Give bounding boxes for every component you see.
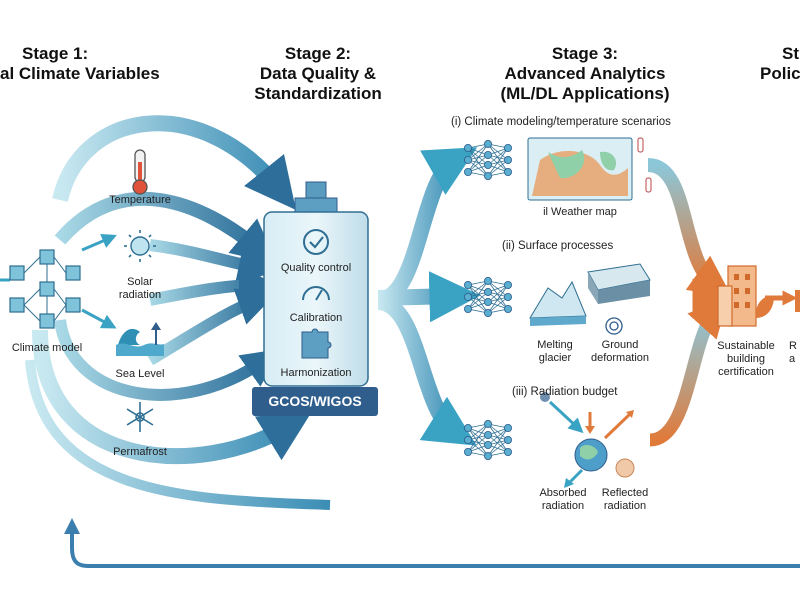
- quality-control-label: Quality control: [280, 262, 352, 274]
- sun-icon: [124, 230, 156, 262]
- snowflake-icon: [126, 402, 154, 432]
- policy-cut-label-line2: a: [789, 353, 796, 365]
- thermometer-icon: [132, 149, 148, 195]
- stage4-heading: St: [782, 44, 799, 63]
- gauge-icon: [302, 286, 330, 301]
- ground-deformation-label-line2: deformation: [590, 352, 650, 364]
- ground-deformation-icon: [587, 263, 651, 335]
- stage2-title-line2: Standardization: [254, 84, 382, 103]
- neural-network-icon: [463, 139, 512, 180]
- stage3-heading: Stage 3:: [551, 44, 619, 63]
- cut-icon: [795, 290, 800, 312]
- feedback-loop-arrow: [64, 518, 800, 568]
- climate-model-arrows: [0, 234, 117, 329]
- stage1-heading: Stage 1:: [22, 44, 89, 63]
- weather-map-icon: [527, 137, 652, 201]
- ground-deformation-label-line1: Ground: [601, 339, 639, 351]
- radiation-budget-heading: (iii) Radiation budget: [512, 386, 618, 398]
- climate-modeling-heading: (i) Climate modeling/temperature scenari…: [451, 116, 671, 128]
- sea-level-label: Sea Level: [115, 368, 165, 380]
- stage1-title: al Climate Variables: [0, 64, 160, 83]
- stage2-heading: Stage 2:: [284, 44, 352, 63]
- sea-level-icon: [116, 322, 164, 356]
- neural-network-icon: [463, 276, 512, 317]
- harmonization-label: Harmonization: [280, 367, 352, 379]
- radiation-budget-icon: [540, 392, 635, 488]
- reflected-radiation-label-line2: radiation: [603, 500, 647, 512]
- sustainable-label-line3: certification: [718, 366, 774, 378]
- arrows-stage1-to-stage2: [25, 115, 331, 510]
- surface-processes-heading: (ii) Surface processes: [502, 240, 614, 252]
- stage3-title-line2: (ML/DL Applications): [500, 84, 670, 103]
- stage4-title: Policy: [760, 64, 800, 83]
- stage3-title-line1: Advanced Analytics: [504, 64, 666, 83]
- climate-model-icon: [9, 249, 81, 329]
- puzzle-icon: [301, 328, 332, 359]
- climate-model-label: Climate model: [11, 342, 83, 354]
- arrows-stage3-to-policy: [646, 158, 798, 447]
- weather-map-label: il Weather map: [543, 206, 617, 218]
- absorbed-radiation-label-line1: Absorbed: [539, 487, 587, 499]
- calibration-label: Calibration: [289, 312, 343, 324]
- sustainable-label-line1: Sustainable: [717, 340, 775, 352]
- neural-network-icons: [463, 139, 512, 460]
- reflected-radiation-label-line1: Reflected: [601, 487, 649, 499]
- permafrost-label: Permafrost: [113, 446, 167, 458]
- neural-network-icon: [463, 419, 512, 460]
- solar-label-line2: radiation: [118, 289, 162, 301]
- temperature-label: Temperature: [109, 194, 171, 206]
- melting-glacier-label-line1: Melting: [537, 339, 573, 351]
- policy-cut-label-line1: R: [789, 340, 797, 352]
- sustainable-label-line2: building: [727, 353, 765, 365]
- quality-check-icon: [303, 229, 329, 255]
- solar-label-line1: Solar: [127, 276, 153, 288]
- gcos-wigos-badge: GCOS/WIGOS: [252, 387, 378, 416]
- building-icon: [717, 265, 774, 327]
- glacier-icon: [529, 280, 587, 326]
- absorbed-radiation-label-line2: radiation: [541, 500, 585, 512]
- melting-glacier-label-line2: glacier: [538, 352, 572, 364]
- stage2-title-line1: Data Quality &: [259, 64, 377, 83]
- arrows-stage2-to-stage3: [376, 147, 481, 446]
